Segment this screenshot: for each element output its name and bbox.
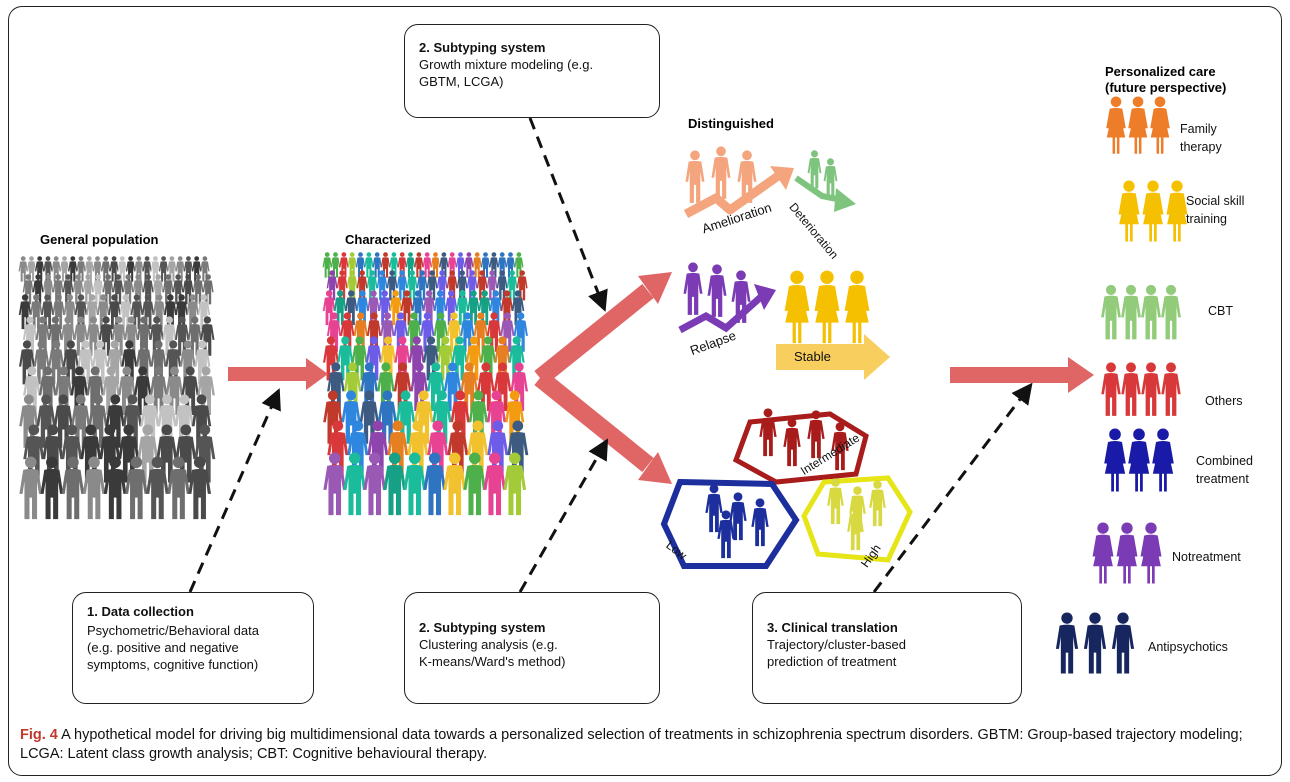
care-person: [1152, 428, 1174, 492]
care-label-line2: therapy: [1180, 140, 1222, 154]
gray-person: [41, 294, 54, 330]
care-label: Others: [1205, 392, 1243, 410]
care-label-line1: Social skill: [1186, 194, 1245, 208]
subtyping-top-box: 2. Subtyping system Growth mixture model…: [404, 24, 660, 118]
colored-person: [456, 290, 469, 326]
clinical-translation-line2: prediction of treatment: [767, 654, 897, 669]
clinical-translation-title: 3. Clinical translation: [767, 620, 898, 635]
clinical-translation-line1: Trajectory/cluster-based: [767, 637, 906, 652]
general-population-heading: General population: [40, 232, 159, 247]
gray-person: [40, 456, 64, 520]
figure-caption: Fig. 4 A hypothetical model for driving …: [20, 726, 1275, 764]
care-label-line1: Combined: [1196, 454, 1253, 468]
colored-person: [367, 290, 380, 326]
care-person: [1116, 522, 1138, 584]
general-population-crowd: [18, 256, 216, 520]
stable-illustration: [776, 270, 890, 380]
care-label: CBT: [1208, 302, 1233, 320]
subtyping-bottom-box: 2. Subtyping system Clustering analysis …: [404, 592, 660, 704]
gray-person: [130, 294, 144, 330]
subtyping-bottom-title: 2. Subtyping system: [419, 620, 546, 635]
care-person: [1092, 522, 1114, 584]
care-label-line2: training: [1186, 212, 1227, 226]
gray-person: [141, 294, 155, 330]
personalized-care-line2: (future perspective): [1105, 80, 1227, 95]
care-person: [1106, 96, 1126, 154]
care-person: [1121, 362, 1141, 416]
data-collection-line3: symptoms, cognitive function): [87, 657, 259, 672]
intermediate-cluster: [732, 408, 869, 485]
personalized-care-line1: Personalized care: [1105, 64, 1216, 79]
subtyping-bottom-line2: K-means/Ward's method): [419, 654, 566, 669]
care-label: Combined treatment: [1196, 452, 1253, 488]
flow-arrow-1: [228, 358, 328, 390]
caption-fig-label: Fig. 4: [20, 727, 58, 743]
care-label-line2: treatment: [1196, 472, 1249, 486]
care-label-line1: Notreatment: [1172, 550, 1241, 564]
care-person: [1111, 612, 1135, 674]
personalized-care-heading: Personalized care (future perspective): [1105, 64, 1226, 96]
amelioration-illustration: [683, 146, 794, 218]
care-person: [1101, 362, 1121, 416]
care-person: [1121, 284, 1141, 340]
care-person: [1128, 96, 1148, 154]
characterized-heading: Characterized: [345, 232, 431, 247]
care-label: Antipsychotics: [1148, 638, 1228, 656]
fork-arrow: [534, 272, 672, 484]
characterized-crowd: [322, 252, 529, 516]
deterioration-illustration: [794, 150, 856, 212]
care-person: [1141, 362, 1161, 416]
dashed-arrow-subtyping-top: [528, 117, 608, 312]
care-person: [1142, 180, 1164, 242]
colored-person: [444, 290, 458, 326]
care-person: [1055, 612, 1079, 674]
gray-person: [152, 294, 166, 330]
dashed-arrow-subtyping-bottom: [518, 438, 609, 593]
care-person: [1161, 362, 1181, 416]
data-collection-line2: (e.g. positive and negative: [87, 640, 239, 655]
care-label-line1: Others: [1205, 394, 1243, 408]
caption-text: A hypothetical model for driving big mul…: [20, 727, 1243, 762]
care-person: [1118, 180, 1140, 242]
care-person: [1150, 96, 1170, 154]
care-person: [1128, 428, 1150, 492]
colored-person: [356, 290, 369, 326]
care-label-line1: Antipsychotics: [1148, 640, 1228, 654]
care-person: [1140, 522, 1162, 584]
data-collection-line1: Psychometric/Behavioral data: [87, 623, 259, 638]
flow-arrow-3: [950, 357, 1094, 393]
distinguished-heading: Distinguished: [688, 116, 774, 131]
subtyping-top-line2: GBTM, LCGA): [419, 74, 504, 89]
care-label: Social skill training: [1186, 192, 1244, 228]
dashed-arrow-clinical: [872, 382, 1033, 593]
subtyping-top-title: 2. Subtyping system: [419, 40, 546, 55]
care-label: Notreatment: [1172, 548, 1241, 566]
stable-label: Stable: [794, 349, 831, 364]
care-person: [1083, 612, 1107, 674]
low-cluster: [660, 478, 800, 569]
subtyping-bottom-line1: Clustering analysis (e.g.: [419, 637, 558, 652]
data-collection-title: 1. Data collection: [87, 604, 194, 619]
figure-frame: [8, 6, 1282, 776]
subtyping-top-line1: Growth mixture modeling (e.g.: [419, 57, 594, 72]
care-label: Family therapy: [1180, 120, 1222, 156]
clinical-translation-box: 3. Clinical translation Trajectory/clust…: [752, 592, 1022, 704]
gray-person: [61, 456, 85, 520]
care-person: [1141, 284, 1161, 340]
data-collection-box: 1. Data collection Psychometric/Behavior…: [72, 592, 314, 704]
care-label-line1: Family: [1180, 122, 1217, 136]
care-person: [1101, 284, 1121, 340]
dashed-arrow-data-collection: [188, 388, 281, 593]
colored-person: [344, 290, 358, 326]
relapse-illustration: [678, 262, 776, 334]
colored-person: [467, 290, 480, 326]
care-person: [1166, 180, 1188, 242]
high-cluster: [801, 475, 913, 563]
gray-person: [52, 294, 65, 330]
care-person: [1104, 428, 1126, 492]
care-person: [1161, 284, 1181, 340]
care-label-line1: CBT: [1208, 304, 1233, 318]
